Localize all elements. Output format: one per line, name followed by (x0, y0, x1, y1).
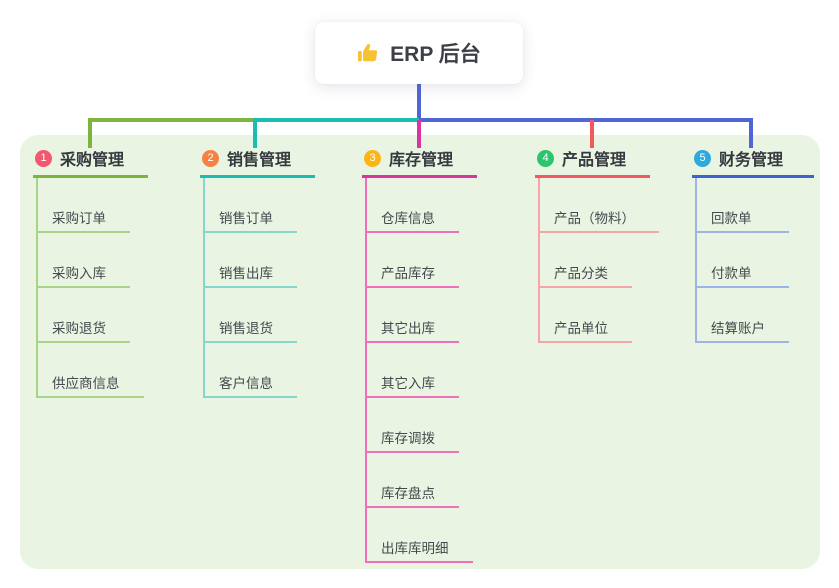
node-stock-count[interactable]: 库存盘点 (367, 453, 459, 508)
node-product-category[interactable]: 产品分类 (540, 233, 632, 288)
branch-label: 产品管理 (562, 152, 627, 169)
branch-children: 回款单 付款单 结算账户 (695, 178, 789, 343)
badge-4: 4 (537, 149, 554, 167)
root-node[interactable]: ERP 后台 (315, 22, 523, 84)
branch-header-finance[interactable]: 5 财务管理 (692, 146, 814, 178)
branch-children: 销售订单 销售出库 销售退货 客户信息 (203, 178, 297, 398)
branch-label: 销售管理 (227, 152, 292, 169)
node-product-unit[interactable]: 产品单位 (540, 288, 632, 343)
branch-children: 仓库信息 产品库存 其它出库 其它入库 库存调拨 库存盘点 出库库明细 (365, 178, 473, 563)
badge-2: 2 (202, 149, 219, 167)
trunk-line (417, 82, 421, 119)
branch-children: 采购订单 采购入库 采购退货 供应商信息 (36, 178, 144, 398)
branch-product: 4 产品管理 产品（物料） 产品分类 产品单位 (535, 146, 659, 343)
drop-line-3 (417, 120, 421, 148)
branch-header-sales[interactable]: 2 销售管理 (200, 146, 315, 178)
bus-segment-1 (88, 118, 255, 122)
node-sales-order[interactable]: 销售订单 (205, 178, 297, 233)
node-receipt-bill[interactable]: 回款单 (697, 178, 789, 233)
node-purchase-inbound[interactable]: 采购入库 (38, 233, 130, 288)
node-payment-bill[interactable]: 付款单 (697, 233, 789, 288)
node-settlement-account[interactable]: 结算账户 (697, 288, 789, 343)
branch-header-inventory[interactable]: 3 库存管理 (362, 146, 477, 178)
branch-header-purchase[interactable]: 1 采购管理 (33, 146, 148, 178)
drop-line-1 (88, 118, 92, 148)
node-purchase-return[interactable]: 采购退货 (38, 288, 130, 343)
branch-children: 产品（物料） 产品分类 产品单位 (538, 178, 659, 343)
node-customer-info[interactable]: 客户信息 (205, 343, 297, 398)
node-purchase-order[interactable]: 采购订单 (38, 178, 130, 233)
drop-line-4 (590, 120, 594, 148)
root-label: ERP 后台 (390, 43, 481, 66)
node-sales-return[interactable]: 销售退货 (205, 288, 297, 343)
branches-panel (20, 135, 820, 569)
branch-inventory: 3 库存管理 仓库信息 产品库存 其它出库 其它入库 库存调拨 库存盘点 出库库… (362, 146, 477, 563)
branch-label: 财务管理 (719, 152, 784, 169)
node-supplier-info[interactable]: 供应商信息 (38, 343, 144, 398)
branch-label: 采购管理 (60, 152, 125, 169)
bus-segment-3 (419, 118, 753, 122)
branch-label: 库存管理 (389, 152, 454, 169)
node-sales-outbound[interactable]: 销售出库 (205, 233, 297, 288)
node-outbound-detail[interactable]: 出库库明细 (367, 508, 473, 563)
node-other-outbound[interactable]: 其它出库 (367, 288, 459, 343)
node-product-stock[interactable]: 产品库存 (367, 233, 459, 288)
badge-5: 5 (694, 149, 711, 167)
bus-segment-2 (253, 118, 419, 122)
branch-finance: 5 财务管理 回款单 付款单 结算账户 (692, 146, 814, 343)
node-other-inbound[interactable]: 其它入库 (367, 343, 459, 398)
branch-purchase: 1 采购管理 采购订单 采购入库 采购退货 供应商信息 (33, 146, 148, 398)
branch-header-product[interactable]: 4 产品管理 (535, 146, 650, 178)
badge-1: 1 (35, 149, 52, 167)
node-warehouse-info[interactable]: 仓库信息 (367, 178, 459, 233)
drop-line-5 (749, 118, 753, 148)
node-stock-transfer[interactable]: 库存调拨 (367, 398, 459, 453)
node-product-material[interactable]: 产品（物料） (540, 178, 659, 233)
branch-sales: 2 销售管理 销售订单 销售出库 销售退货 客户信息 (200, 146, 315, 398)
thumbs-up-icon (357, 42, 379, 64)
drop-line-2 (253, 118, 257, 148)
badge-3: 3 (364, 149, 381, 167)
